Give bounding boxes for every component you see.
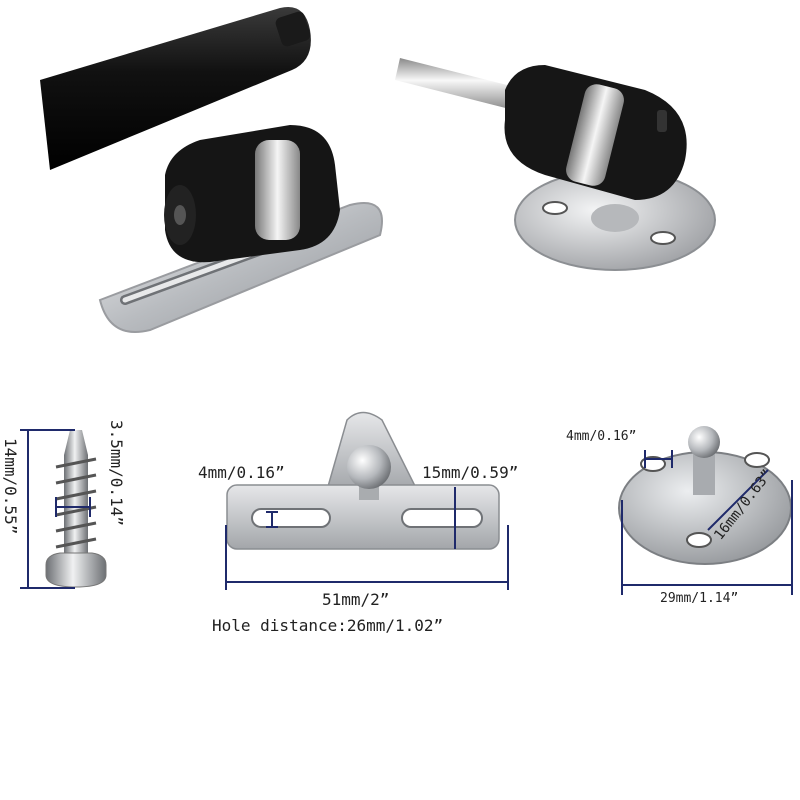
bracket-hole-label: 4mm/0.16” — [198, 463, 285, 482]
round-hole-label: 4mm/0.16” — [566, 429, 637, 444]
screw-length-label: 14mm/0.55” — [1, 438, 20, 535]
flat-bracket-photo — [222, 405, 512, 555]
hole-distance-label: Hole distance:26mm/1.02” — [212, 616, 444, 635]
round-diameter-label: 29mm/1.14” — [660, 591, 739, 606]
bracket-width-label: 51mm/2” — [322, 590, 390, 609]
strut-on-round-bracket-photo — [395, 40, 735, 280]
round-bracket-photo — [615, 420, 795, 570]
screw-diameter-label: 3.5mm/0.14” — [107, 420, 126, 526]
bracket-height-label: 15mm/0.59” — [422, 463, 519, 482]
strut-on-flat-bracket-photo — [30, 0, 400, 340]
screw-photo — [40, 425, 120, 595]
